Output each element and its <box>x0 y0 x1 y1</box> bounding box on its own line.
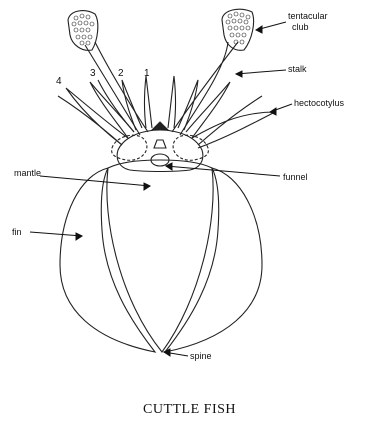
arm-number-4: 4 <box>56 76 62 87</box>
head <box>117 130 203 172</box>
arm-1 <box>145 76 153 128</box>
arm-3 <box>90 82 134 138</box>
arm-4 <box>66 88 128 145</box>
label-spine: spine <box>190 351 212 361</box>
label-tentacular-club-line1: tentacular <box>288 11 328 21</box>
left-tentacular-club <box>68 11 98 51</box>
pointer-mantle <box>40 176 150 186</box>
mantle-body <box>107 160 213 352</box>
label-fin: fin <box>12 227 22 237</box>
label-hectocotylus: hectocotylus <box>294 98 344 108</box>
pointer-fin <box>30 232 82 236</box>
label-stalk: stalk <box>288 64 307 74</box>
label-funnel: funnel <box>283 172 308 182</box>
pointer-stalk <box>236 70 286 74</box>
arm-number-2: 2 <box>118 68 124 79</box>
arm-number-3: 3 <box>90 68 96 79</box>
label-mantle: mantle <box>14 168 41 178</box>
fin-left <box>60 168 155 352</box>
label-tentacular-club-line2: club <box>292 22 309 32</box>
diagram-caption: CUTTLE FISH <box>0 402 379 418</box>
arm-number-1: 1 <box>144 68 150 79</box>
